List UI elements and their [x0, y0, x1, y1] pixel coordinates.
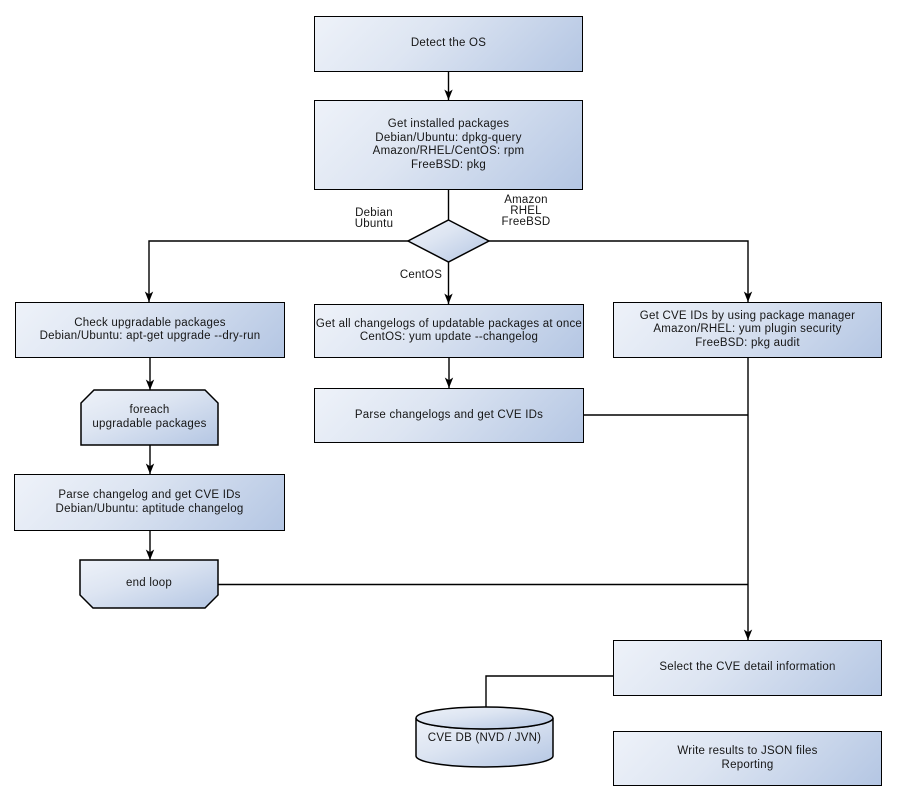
edge-label-debian-ubuntu: Debian Ubuntu — [344, 207, 404, 230]
edge-label-line: Ubuntu — [354, 218, 394, 230]
node-parse-changelog-debian: Parse changelog and get CVE IDs Debian/U… — [14, 474, 285, 531]
edge-decision-to-check-upgradable — [144, 240, 408, 302]
loop-end-shape — [79, 559, 219, 609]
node-cve-db: CVE DB (NVD / JVN) — [416, 714, 553, 764]
edge-label-amazon-rhel-freebsd: Amazon RHEL FreeBSD — [494, 194, 558, 228]
node-select-cve-detail: Select the CVE detail information — [613, 640, 882, 696]
decision-diamond-shape — [406, 219, 491, 263]
node-text-line: Parse changelog and get CVE IDs — [58, 489, 241, 501]
node-get-all-changelogs: Get all changelogs of updatable packages… — [314, 304, 584, 358]
edge-label-line: Amazon — [504, 194, 548, 206]
node-check-upgradable-packages: Check upgradable packages Debian/Ubuntu:… — [15, 302, 285, 358]
node-detect-os: Detect the OS — [314, 16, 583, 72]
edge-decision-to-pkg-manager — [489, 240, 753, 302]
node-text-line: upgradable packages — [92, 417, 207, 430]
node-get-installed-packages: Get installed packages Debian/Ubuntu: dp… — [314, 100, 583, 190]
node-text-line: FreeBSD: pkg audit — [695, 336, 800, 349]
database-cylinder-top — [415, 706, 554, 730]
node-text-line: Debian/Ubuntu: apt-get upgrade --dry-run — [39, 330, 261, 342]
node-text-line: Select the CVE detail information — [659, 661, 836, 674]
node-text-line: Reporting — [721, 758, 774, 771]
node-text-line: Get CVE IDs by using package manager — [639, 309, 856, 322]
edge-label-line: CentOS — [399, 269, 443, 281]
node-text-line: Write results to JSON files — [677, 745, 818, 757]
node-parse-changelogs-centos: Parse changelogs and get CVE IDs — [314, 388, 584, 443]
loop-start-shape — [80, 389, 219, 446]
node-text-line: FreeBSD: pkg — [411, 158, 486, 171]
node-text-line: foreach — [129, 404, 170, 416]
edge-label-line: Debian — [355, 207, 393, 219]
node-text-line: end loop — [126, 577, 172, 590]
edge-select-to-cvedb — [485, 675, 613, 707]
node-text-line: Parse changelogs and get CVE IDs — [354, 408, 544, 421]
node-text-line: Amazon/RHEL: yum plugin security — [653, 323, 842, 336]
node-text-line: CentOS: yum update --changelog — [359, 331, 539, 343]
node-text-line: Debian/Ubuntu: aptitude changelog — [55, 502, 244, 515]
node-text-line: Get installed packages — [387, 118, 510, 130]
edge-label-line: RHEL — [510, 205, 542, 217]
node-text-line: Get all changelogs of updatable packages… — [315, 317, 583, 330]
edge-label-line: FreeBSD — [501, 216, 551, 228]
node-get-cve-by-pkg-manager: Get CVE IDs by using package manager Ama… — [613, 302, 882, 358]
node-write-results: Write results to JSON files Reporting — [613, 731, 882, 786]
node-text-line: Check upgradable packages — [74, 316, 226, 329]
node-end-loop: end loop — [80, 560, 218, 608]
node-text-line: Detect the OS — [410, 37, 487, 50]
edge-label-centos: CentOS — [397, 269, 445, 281]
node-text-line: Debian/Ubuntu: dpkg-query — [375, 131, 522, 144]
node-foreach-upgradable-packages: foreach upgradable packages — [81, 390, 218, 445]
node-text-line: CVE DB (NVD / JVN) — [427, 732, 542, 745]
node-text-line: Amazon/RHEL/CentOS: rpm — [372, 145, 525, 157]
